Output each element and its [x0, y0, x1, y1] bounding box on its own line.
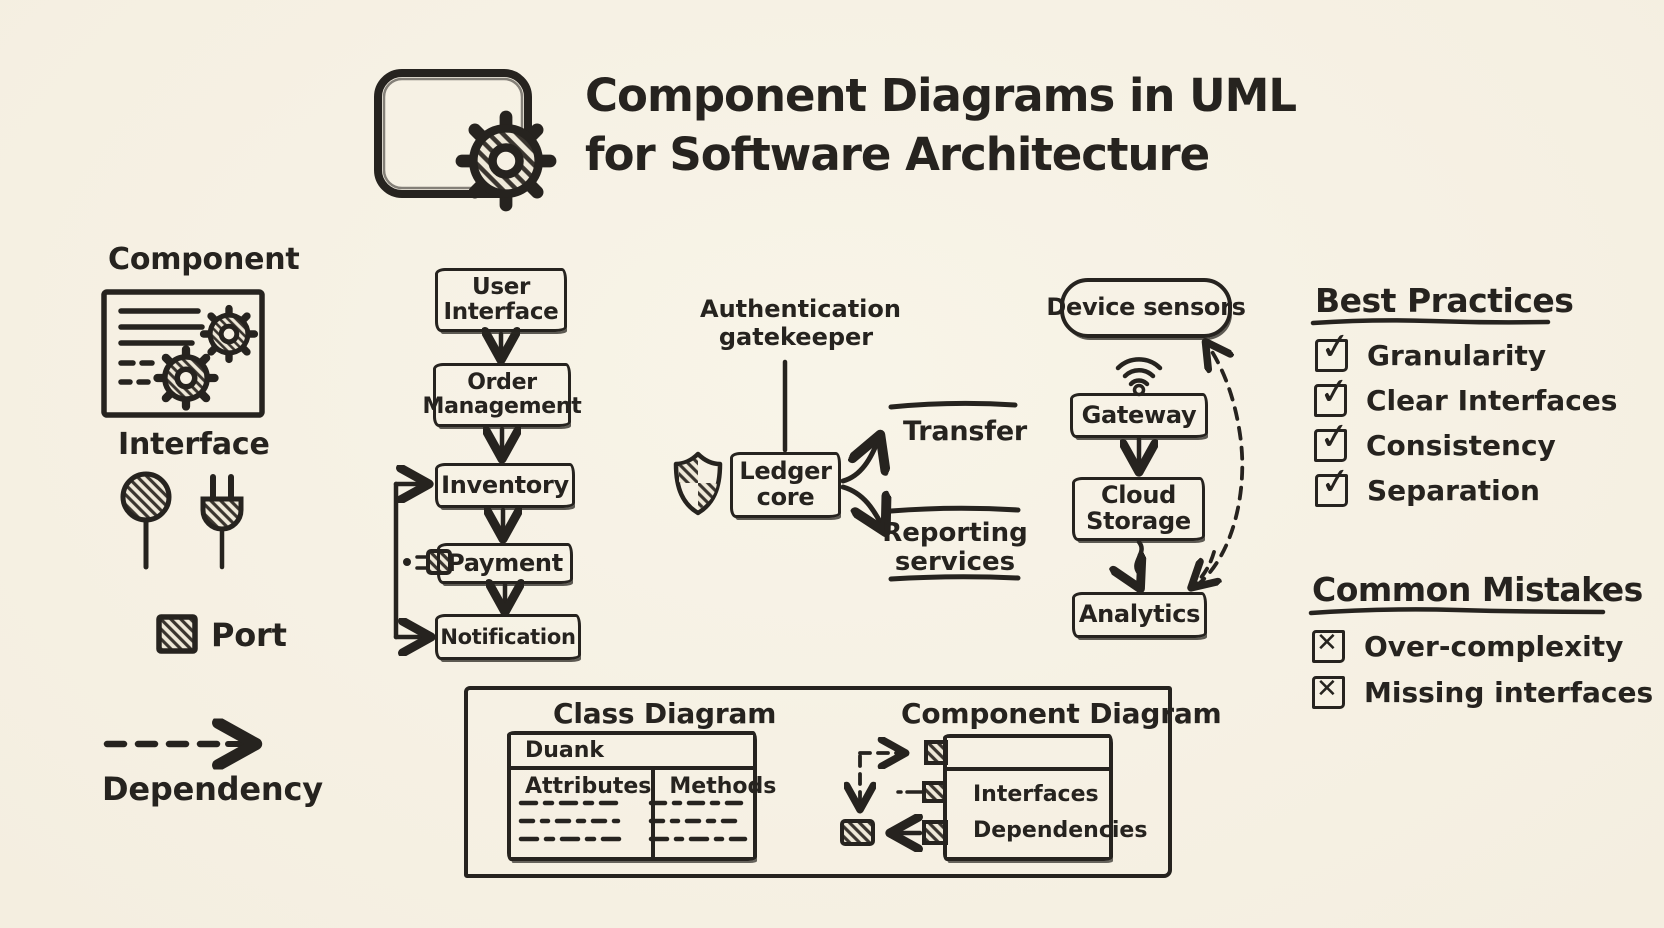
output-separator-lines	[888, 400, 1021, 582]
wifi-icon	[1115, 357, 1163, 397]
component-card-icon	[101, 289, 265, 418]
component-item-dependencies: Dependencies	[973, 818, 1148, 843]
component-item-interfaces: Interfaces	[973, 782, 1099, 807]
checkbox-checked-icon: ✓	[1314, 368, 1352, 417]
best-practice-item: ✓ Consistency	[1314, 413, 1556, 462]
legend-interface-label: Interface	[118, 427, 270, 462]
legend-component-label: Component	[108, 242, 300, 277]
class-diagram-heading: Class Diagram	[553, 697, 777, 730]
shield-icon	[673, 451, 723, 516]
node-device-sensors: Device sensors	[1046, 278, 1246, 338]
node-cloud-storage: Cloud Storage	[1072, 477, 1205, 541]
section-underlines	[1308, 318, 1606, 616]
checkbox-crossed-icon: ✕	[1312, 630, 1345, 663]
output-reporting-label: Reporting services	[882, 518, 1028, 577]
ledger-output-arrows	[840, 438, 884, 529]
checkbox-crossed-icon: ✕	[1312, 676, 1345, 709]
node-ledger-core: Ledger core	[730, 452, 841, 518]
checkbox-checked-icon: ✓	[1315, 323, 1353, 372]
page-title-line1: Component Diagrams in UML	[585, 69, 1297, 122]
common-mistake-item: ✕ Over-complexity	[1312, 630, 1623, 663]
component-ports	[840, 740, 948, 846]
attributes-column: Attributes	[511, 770, 656, 857]
port-icon	[156, 614, 198, 654]
best-practice-item: ✓ Separation	[1315, 458, 1540, 507]
node-order-management: Order Management	[423, 363, 582, 427]
class-table-placeholder-lines	[518, 800, 748, 842]
page-title-line2: for Software Architecture	[585, 128, 1210, 182]
class-name-cell: Duank	[511, 735, 753, 770]
page-title: Component Diagrams in UML for Software A…	[585, 66, 1297, 185]
methods-column: Methods	[669, 774, 777, 799]
component-diagram-box: Interfaces Dependencies	[943, 734, 1148, 861]
best-practice-item: ✓ Granularity	[1315, 323, 1546, 372]
iot-feedback-dashed-arrow	[1193, 344, 1245, 586]
component-box-header	[947, 738, 1109, 771]
auth-gatekeeper-annotation: Authentication gatekeeper	[700, 295, 901, 351]
checkbox-checked-icon: ✓	[1314, 413, 1352, 462]
iot-flow-arrows	[1136, 436, 1141, 586]
common-mistakes-title: Common Mistakes	[1312, 570, 1643, 609]
component-dependency-links	[860, 753, 924, 833]
best-practices-title: Best Practices	[1315, 281, 1574, 320]
output-transfer-label: Transfer	[903, 416, 1028, 447]
component-diagram-heading: Component Diagram	[901, 697, 1222, 730]
common-mistake-item: ✕ Missing interfaces	[1312, 676, 1653, 709]
node-payment: Payment	[437, 543, 573, 584]
node-user-interface: User Interface	[435, 268, 567, 332]
class-diagram-table: Duank Attributes Methods	[507, 731, 776, 861]
checkbox-checked-icon: ✓	[1315, 458, 1353, 507]
node-gateway: Gateway	[1070, 393, 1208, 438]
node-notification: Notification	[435, 614, 581, 660]
header-component-icon	[374, 69, 550, 205]
comparison-panel	[464, 686, 1172, 878]
node-analytics: Analytics	[1072, 592, 1207, 638]
legend-port-label: Port	[211, 616, 287, 654]
node-inventory: Inventory	[435, 463, 575, 508]
lollipop-interface-icon	[120, 471, 172, 570]
best-practice-item: ✓ Clear Interfaces	[1314, 368, 1617, 417]
legend-dependency-label: Dependency	[102, 770, 323, 808]
plug-interface-icon	[200, 474, 244, 570]
order-flow-arrows	[393, 334, 505, 637]
